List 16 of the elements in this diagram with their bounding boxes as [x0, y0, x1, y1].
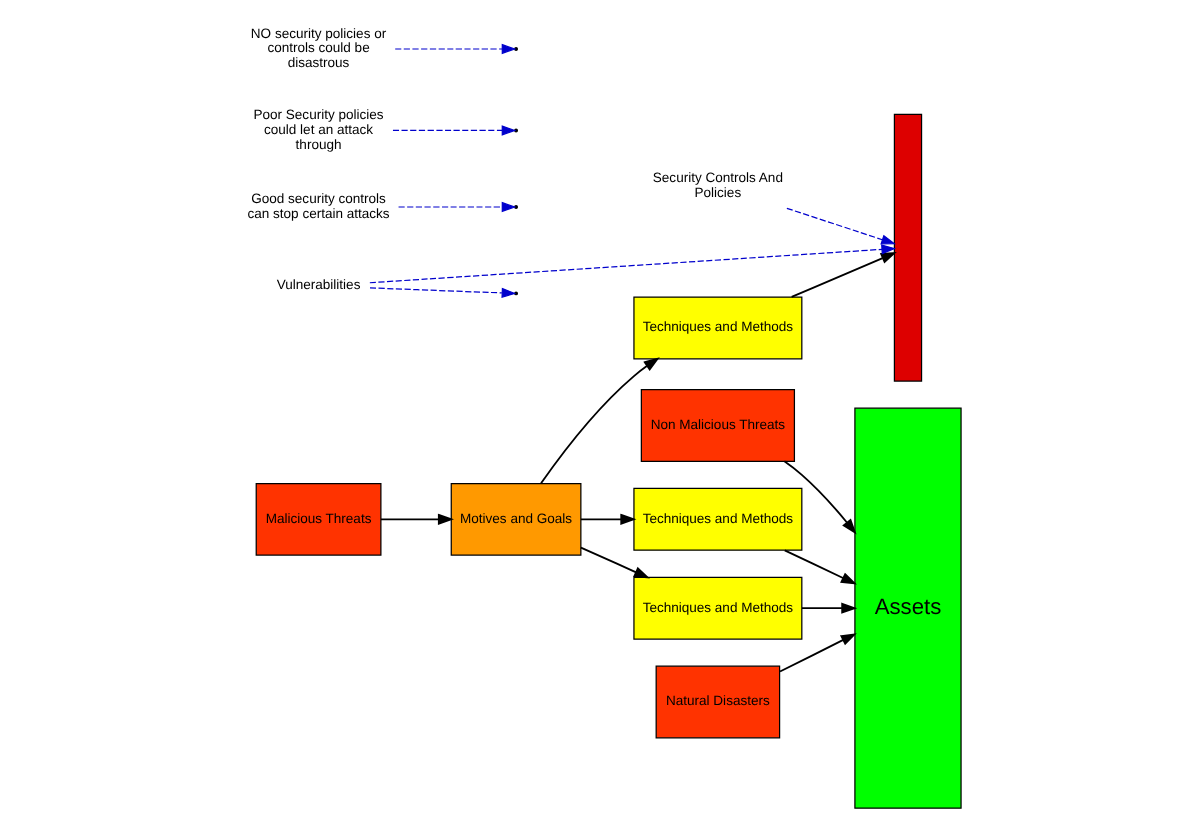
arrow: [783, 460, 857, 535]
arrow: [779, 633, 857, 673]
arrow: [783, 549, 857, 585]
node-box: Assets: [854, 407, 962, 809]
arrow: [790, 251, 897, 298]
arrow: [397, 201, 517, 213]
arrow: [380, 513, 454, 525]
arrow: [394, 43, 517, 55]
arrow: [580, 513, 637, 525]
arrow: [540, 357, 660, 485]
arrow: [801, 602, 858, 614]
arrow: [786, 207, 896, 245]
arrow: [580, 546, 650, 579]
arrow: [369, 287, 517, 299]
node-bar: [893, 113, 923, 382]
arrow: [369, 244, 897, 284]
